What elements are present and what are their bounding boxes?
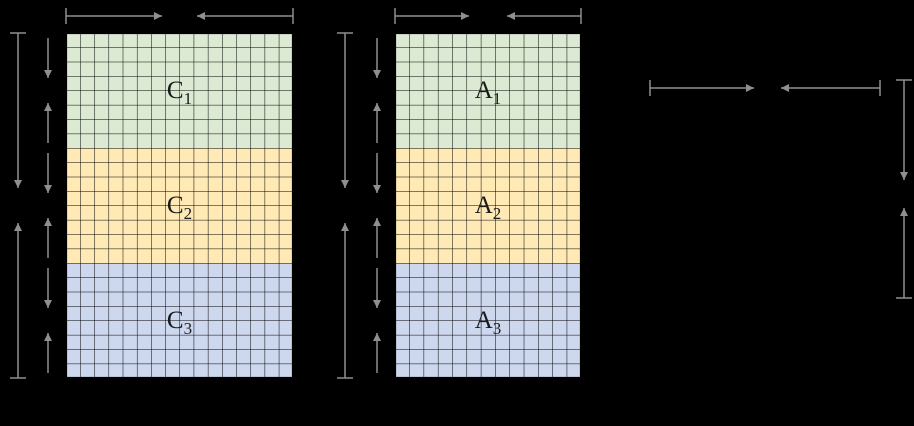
matrix-a: A1 A2 A3 [394, 32, 582, 379]
matrix-a-gridlines [395, 33, 581, 378]
dim-a-height-total [337, 32, 353, 379]
dim-a-width [394, 8, 582, 24]
matrix-a-block-1-label: A1 [475, 77, 502, 108]
matrix-c-border [65, 32, 294, 379]
matrix-a-border [394, 32, 582, 379]
dim-b-height [896, 79, 912, 299]
dim-b-width [649, 80, 881, 96]
matrix-c-block-1-label: C1 [167, 77, 192, 108]
matrix-a-block-2-label: A2 [475, 192, 502, 223]
matrix-c-gridlines [66, 33, 293, 378]
dim-c-width [65, 8, 294, 24]
matrix-c: C1 C2 C3 [65, 32, 294, 379]
matrix-c-block-2-label: C2 [167, 192, 192, 223]
dim-c-height-total [10, 32, 26, 379]
dimension-annotations [10, 8, 912, 379]
matrix-a-block-3-label: A3 [475, 307, 502, 338]
matrix-c-block-3-label: C3 [167, 307, 192, 338]
